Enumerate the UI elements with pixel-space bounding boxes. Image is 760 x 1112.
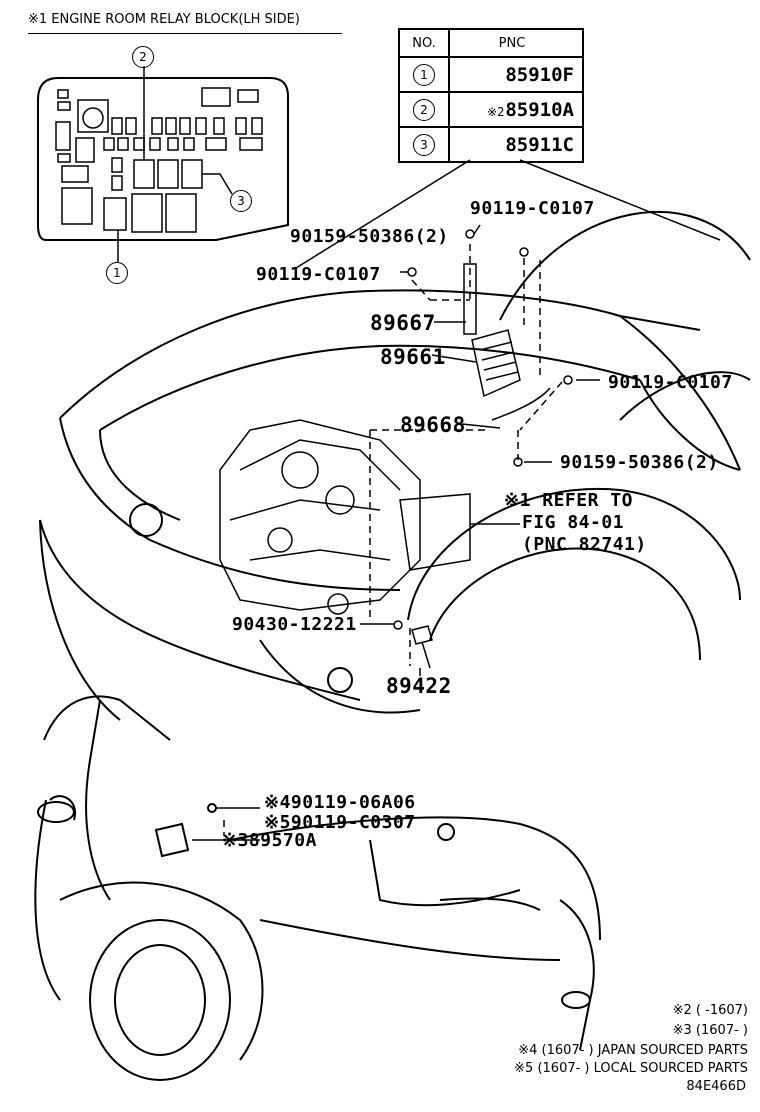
- label-leaders: [192, 224, 600, 841]
- diagram-code: 84E466D: [686, 1079, 746, 1094]
- part-label-rear-bolt-japan[interactable]: ※490119-06A06: [264, 792, 416, 813]
- col-no-header: NO.: [398, 28, 450, 58]
- refer-line-3[interactable]: (PNC 82741): [522, 534, 647, 555]
- title-underline: [28, 33, 342, 34]
- relay-block-outline: [37, 77, 289, 241]
- table-row: 3 85911C: [398, 126, 584, 163]
- row-no: 3: [413, 133, 435, 156]
- relay-block-fuses: [55, 87, 263, 233]
- part-label-rear-bolt-local[interactable]: ※590119-C0307: [264, 812, 416, 833]
- note-3: ※3 (1607- ): [672, 1023, 748, 1038]
- car-rear-body: [34, 695, 601, 1081]
- pnc-table: NO. PNC 1 85910F 2 ※285910A 3 85911C: [398, 28, 584, 163]
- part-label-89668[interactable]: 89668: [400, 413, 466, 437]
- col-pnc-header: PNC: [448, 28, 584, 58]
- part-label-89661[interactable]: 89661: [380, 345, 446, 369]
- table-row: 2 ※285910A: [398, 91, 584, 128]
- callout-1: 1: [106, 262, 128, 284]
- part-label-bolt[interactable]: 90119-C0107: [470, 198, 595, 219]
- refer-line-1[interactable]: ※1 REFER TO: [504, 490, 633, 511]
- row-pnc: 85910F: [505, 63, 574, 86]
- part-label-bolt[interactable]: 90159-50386(2): [290, 226, 449, 247]
- callout-2: 2: [132, 46, 154, 68]
- part-label-bolt[interactable]: 90159-50386(2): [560, 452, 719, 473]
- note-2: ※2 ( -1607): [672, 1003, 748, 1018]
- part-label-89667[interactable]: 89667: [370, 311, 436, 335]
- part-label-89422[interactable]: 89422: [386, 674, 452, 698]
- row-no: 1: [413, 63, 435, 86]
- assembly-dashed-lines: [223, 244, 563, 836]
- refer-line-2[interactable]: FIG 84-01: [522, 512, 625, 533]
- row-mark: ※2: [487, 104, 505, 119]
- part-label-bolt[interactable]: 90119-C0107: [256, 264, 381, 285]
- engine-sketch: [219, 419, 471, 615]
- relay-block-title: ※1 ENGINE ROOM RELAY BLOCK(LH SIDE): [28, 12, 300, 27]
- car-front-body: [39, 211, 751, 721]
- row-pnc: 85910A: [505, 98, 574, 121]
- note-4: ※4 (1607- ) JAPAN SOURCED PARTS: [518, 1043, 748, 1058]
- row-no: 2: [413, 98, 435, 121]
- row-pnc: 85911C: [505, 133, 574, 156]
- part-label-89570a[interactable]: ※389570A: [222, 830, 317, 851]
- table-row: 1 85910F: [398, 56, 584, 93]
- note-5: ※5 (1607- ) LOCAL SOURCED PARTS: [514, 1061, 748, 1076]
- callout-3: 3: [230, 190, 252, 212]
- sensor-assembly: [393, 229, 573, 669]
- part-label-bolt[interactable]: 90119-C0107: [608, 372, 733, 393]
- part-label-nut[interactable]: 90430-12221: [232, 614, 357, 635]
